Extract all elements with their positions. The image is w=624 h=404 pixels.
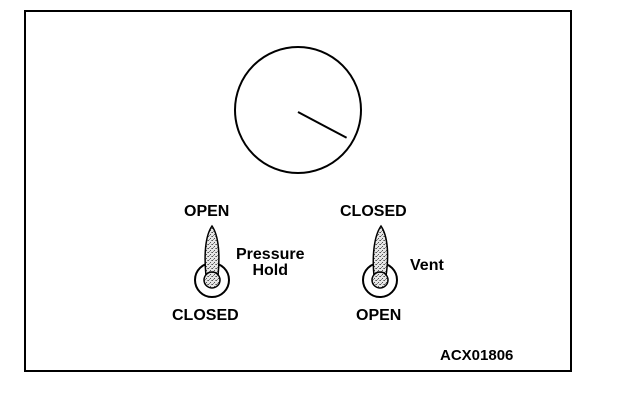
pressure-hold-label-line2: Hold [252, 262, 289, 279]
vent-closed-label: CLOSED [340, 203, 407, 220]
vent-label: Vent [410, 257, 444, 274]
pressure-hold-valve[interactable] [194, 224, 230, 298]
pressure-gauge [234, 46, 362, 174]
vent-valve[interactable] [362, 224, 398, 298]
pressure-hold-label-line1: Pressure [236, 246, 305, 263]
diagram-frame [24, 10, 572, 372]
pressure-hold-label: Pressure Hold [236, 247, 305, 279]
gauge-dial [234, 46, 362, 174]
figure-code: ACX01806 [440, 347, 514, 364]
gauge-needle [297, 111, 348, 139]
vent-open-label: OPEN [356, 307, 402, 324]
pressure-hold-valve-hub [203, 271, 221, 289]
pressure-hold-open-label: OPEN [184, 203, 230, 220]
vent-valve-hub [371, 271, 389, 289]
pressure-hold-closed-label: CLOSED [172, 307, 239, 324]
